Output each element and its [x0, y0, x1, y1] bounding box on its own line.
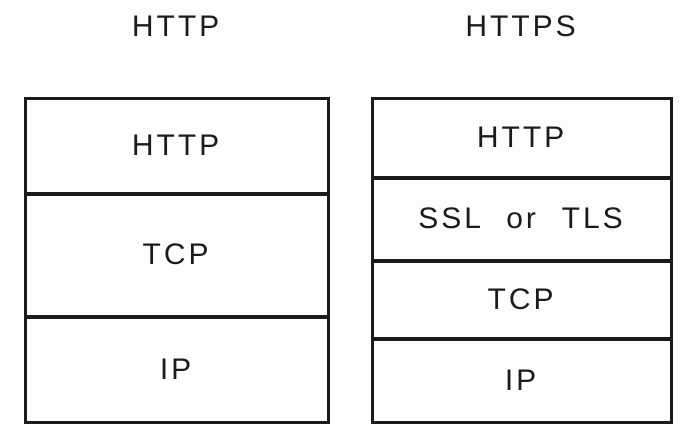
http-stack-title: HTTP	[131, 10, 223, 43]
http-stack-box: HTTP TCP IP	[24, 97, 330, 424]
https-stack-layer-ssl-tls: SSL or TLS	[374, 180, 670, 263]
https-stack-title: HTTPS	[465, 10, 579, 43]
http-stack-layer-tcp: TCP	[27, 196, 327, 319]
https-stack-layer-http: HTTP	[374, 100, 670, 180]
http-stack-layer-http: HTTP	[27, 100, 327, 196]
https-stack-layer-ip: IP	[504, 363, 540, 397]
https-stack-box: HTTP SSL or TLS TCP IP	[371, 97, 673, 424]
http-stack-layer-ip: IP	[159, 352, 195, 386]
https-stack-layer-tcp: TCP	[374, 263, 670, 341]
